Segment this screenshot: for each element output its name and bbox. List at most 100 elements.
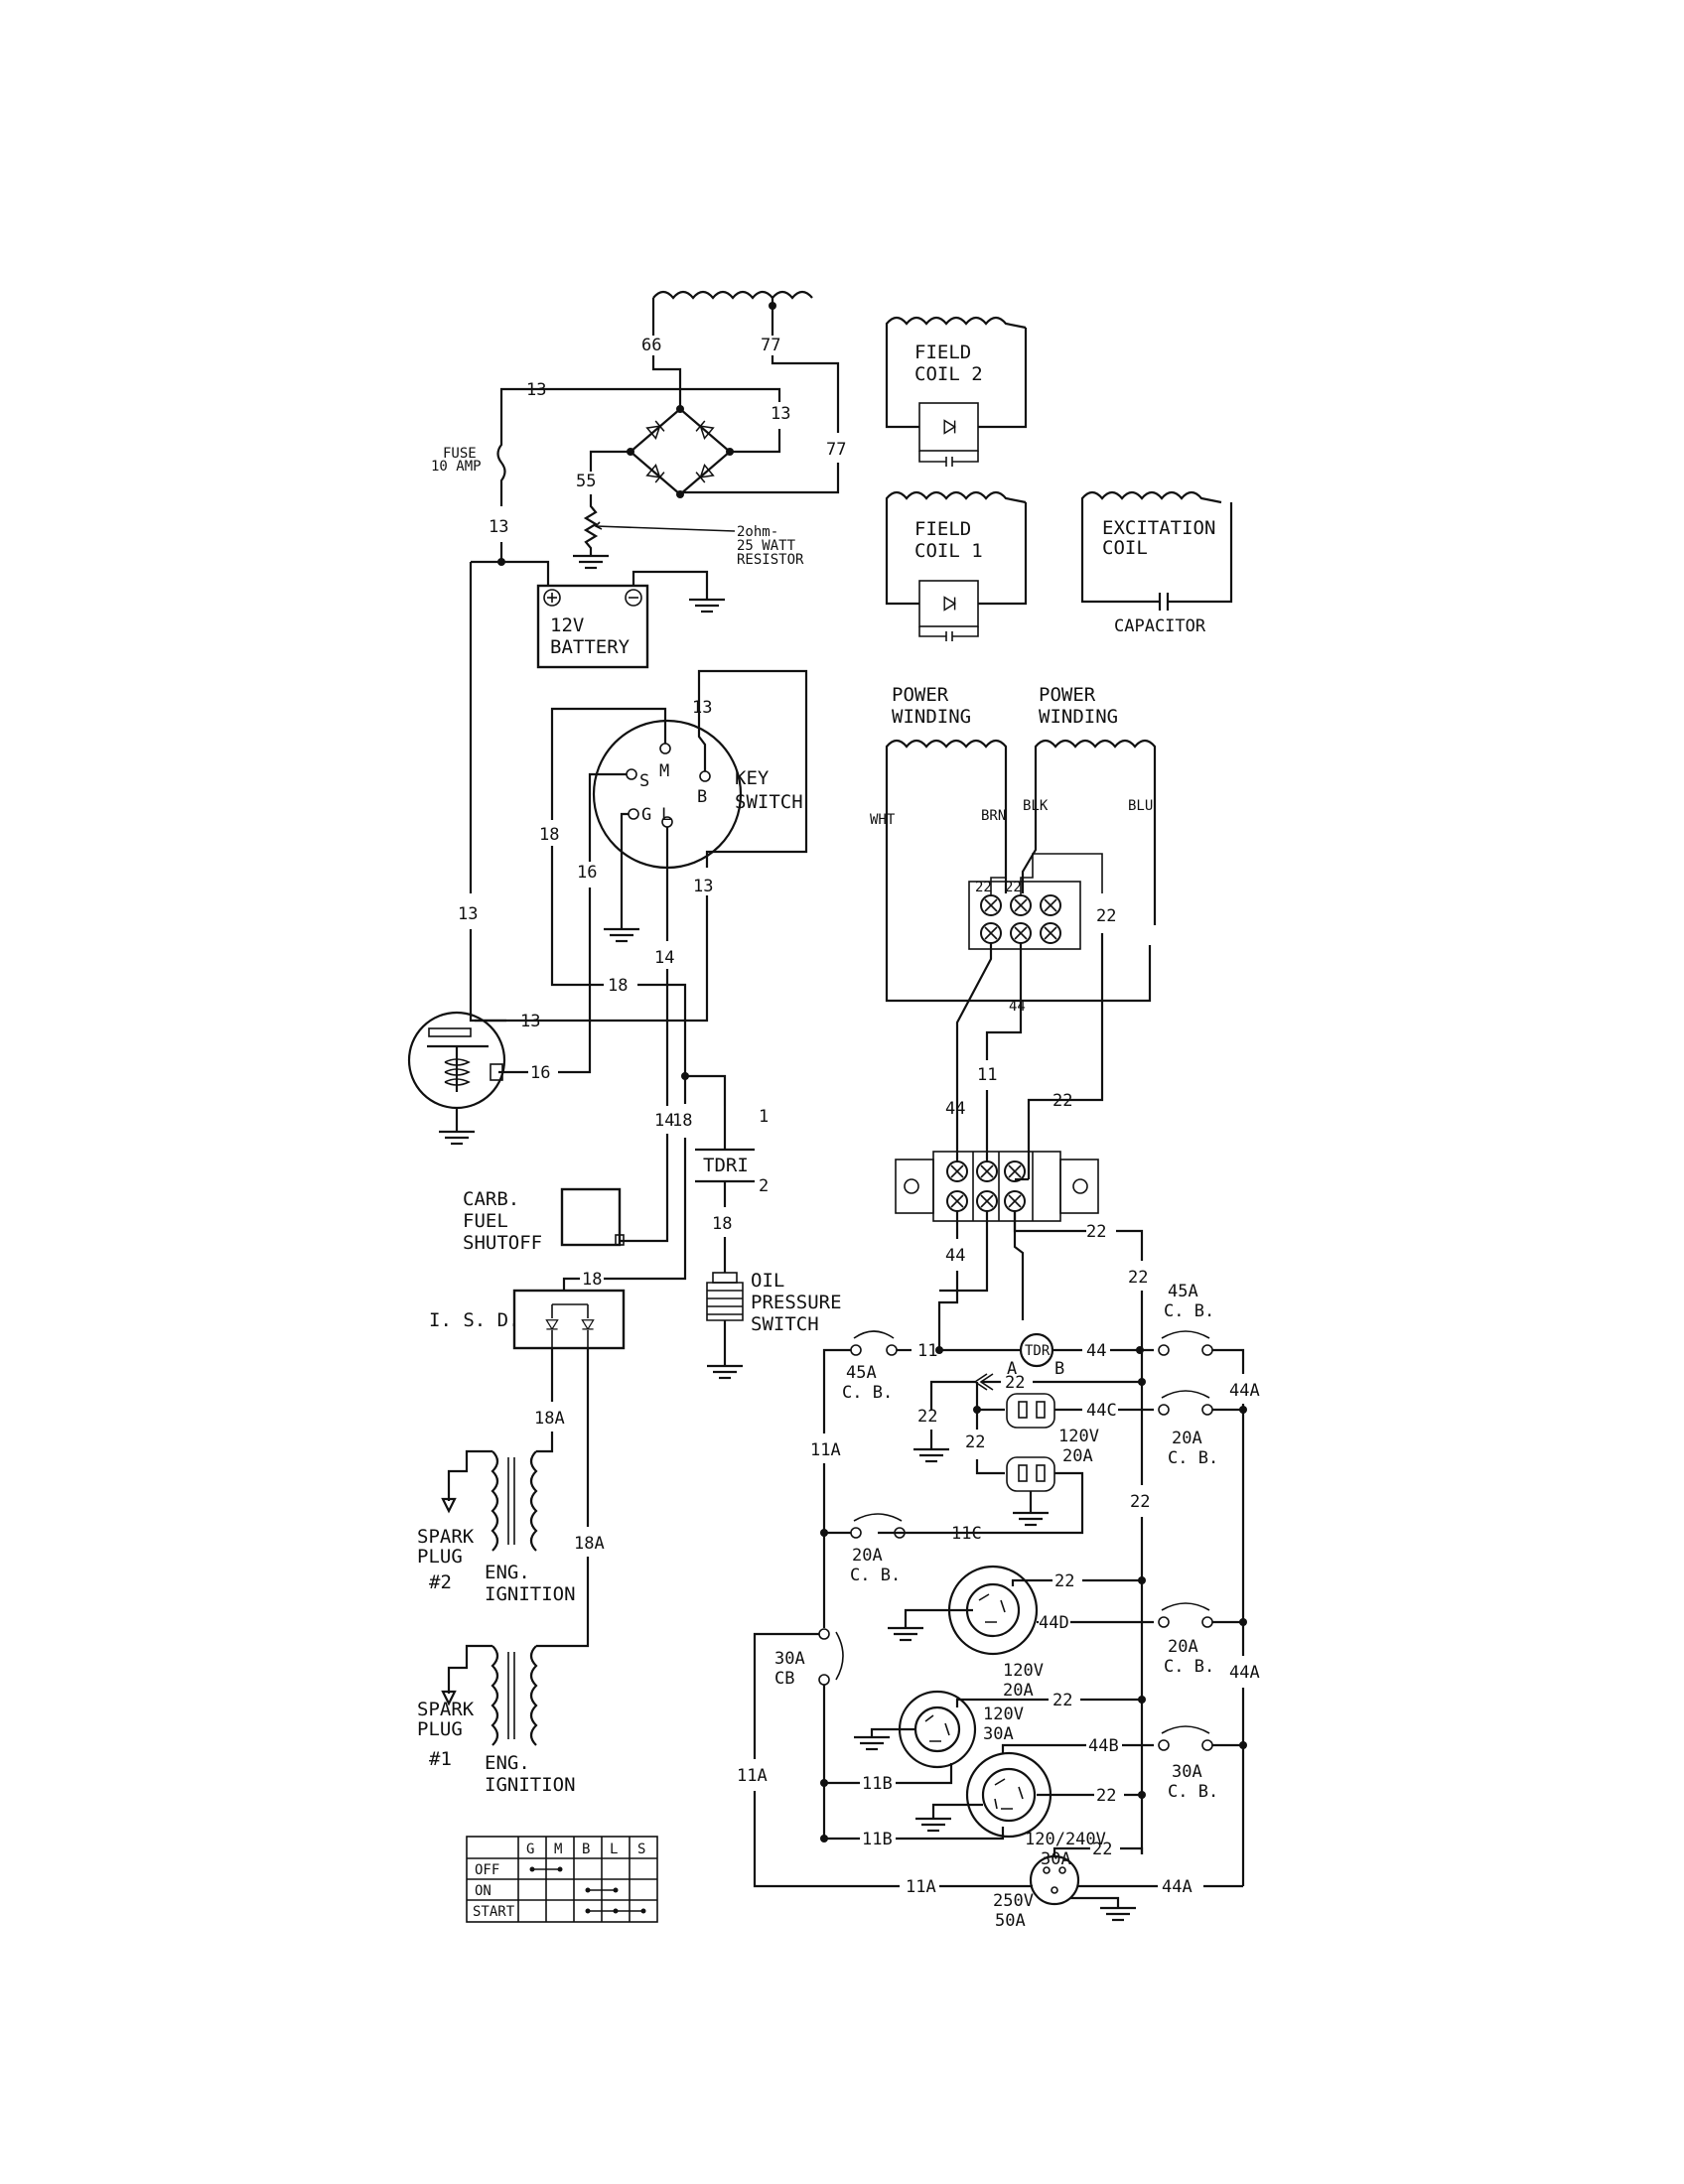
wire-label-13-fuse: 13 (489, 517, 508, 537)
table-col-g: G (526, 1842, 534, 1857)
wire-label-55: 55 (576, 472, 596, 491)
power-winding-1-label-2: WINDING (892, 706, 971, 728)
wire-label-13-solenoid: 13 (520, 1012, 540, 1031)
cb-30a-left-label-2: CB (774, 1669, 794, 1689)
receptacle-twistlock-label-1: 120V (1003, 1661, 1044, 1681)
receptacle-duplex-lower (1006, 1456, 1055, 1492)
receptacle-120v-30a-label-2: 30A (983, 1724, 1014, 1744)
wire-label-44-strip: 44 (945, 1246, 965, 1266)
key-switch-terminal-s: S (639, 771, 649, 791)
table-col-l: L (610, 1842, 618, 1857)
wire-label-22-bus: 22 (1128, 1268, 1148, 1288)
spark-plug-1-label-1: SPARK (417, 1699, 475, 1720)
wire-label-16-starter: 16 (530, 1063, 550, 1083)
resistor-label-1: 2ohm- (737, 524, 778, 540)
eng-ignition-upper-label-2: IGNITION (485, 1583, 576, 1605)
receptacle-120v-30a-label-1: 120V (983, 1705, 1024, 1724)
tdr-pin-b: B (1054, 1359, 1064, 1379)
spark-plug-2-label-3: #2 (429, 1571, 452, 1593)
spark-plug-2-label-1: SPARK (417, 1526, 475, 1548)
carb-fuel-shutoff-label-3: SHUTOFF (463, 1232, 542, 1254)
resistor-label-2: 25 WATT (737, 538, 796, 554)
exciter-bridge-section: 66 77 77 13 13 55 2ohm- 25 WATT RESISTOR… (431, 290, 846, 669)
wire-label-44a-mid: 44A (1229, 1663, 1260, 1683)
wire-label-13-main: 13 (458, 904, 478, 924)
receptacle-120-240v-label-2: 30A (1041, 1849, 1071, 1869)
wire-label-22-tl1: 22 (1054, 1571, 1074, 1591)
winding-terminal-block (968, 881, 1081, 950)
field-coil-1-label-2: COIL 1 (914, 540, 983, 562)
wire-label-18-mid: 18 (608, 976, 628, 996)
cb-30a-right-label-2: C. B. (1168, 1782, 1218, 1802)
cb-20a-mid-label-2: C. B. (1164, 1657, 1214, 1677)
wire-label-44b: 44B (1088, 1736, 1119, 1756)
wire-label-18-isd: 18 (672, 1111, 692, 1131)
wire-label-22-duplex: 22 (965, 1433, 985, 1452)
resistor-label-3: RESISTOR (737, 552, 804, 568)
receptacle-250v-label-1: 250V (993, 1891, 1034, 1911)
eng-ignition-lower-label-1: ENG. (485, 1752, 530, 1774)
power-winding-2-label-2: WINDING (1039, 706, 1118, 728)
isd-module (512, 1289, 626, 1350)
battery-label-2: BATTERY (550, 636, 631, 658)
table-col-s: S (637, 1842, 645, 1857)
wire-label-11-tb: 11 (977, 1065, 997, 1085)
wire-label-18a-isd2: 18A (574, 1534, 605, 1554)
wire-label-22-tb4: 22 (1052, 1091, 1072, 1111)
capacitor-label: CAPACITOR (1114, 616, 1206, 636)
field-coil-1-label-1: FIELD (914, 518, 971, 540)
key-switch-terminal-m: M (659, 761, 669, 781)
fuse-label-2: 10 AMP (431, 459, 482, 475)
spark-plug-2-label-2: PLUG (417, 1546, 463, 1568)
wire-label-22-gnd2: 22 (917, 1407, 937, 1427)
wire-label-44-tb2: 44 (945, 1099, 965, 1119)
wire-label-11c: 11C (951, 1524, 982, 1544)
wire-label-11b-upper: 11B (862, 1774, 893, 1794)
starter-solenoid-section: 13 13 (407, 562, 540, 1146)
key-switch-terminal-l: L (661, 805, 671, 825)
wire-label-18a-isd1: 18A (534, 1409, 565, 1429)
wire-label-22-strip: 22 (1086, 1222, 1106, 1242)
oil-pressure-switch-label-3: SWITCH (751, 1313, 819, 1335)
wire-label-77b: 77 (826, 440, 846, 460)
power-winding-1-label-1: POWER (892, 684, 949, 706)
cb-20a-left-label-2: C. B. (850, 1566, 901, 1585)
receptacle-250v-label-2: 50A (995, 1911, 1026, 1931)
wire-label-44a-bottom: 44A (1162, 1877, 1193, 1897)
key-switch-terminal-b: B (697, 787, 707, 807)
field-coils-section: FIELD COIL 2 FIELD COIL 1 EXCITATION COI… (885, 316, 1233, 641)
power-winding-section: POWER WINDING POWER WINDING WHT BRN BLK … (870, 684, 1157, 1350)
cb-20a-mid-label-1: 20A (1168, 1637, 1198, 1657)
receptacle-120-240v-label-1: 120/240V (1025, 1830, 1106, 1849)
wire-label-44-tb: 44 (1009, 999, 1026, 1015)
key-switch-label-2: SWITCH (735, 791, 803, 813)
wire-label-11b-lower: 11B (862, 1830, 893, 1849)
wire-label-14-ks: 14 (654, 948, 674, 968)
cb-45a-right-label-2: C. B. (1164, 1301, 1214, 1321)
lead-blu-label: BLU (1128, 798, 1153, 814)
wire-label-44-tdr: 44 (1086, 1341, 1106, 1361)
key-switch-terminal-g: G (641, 805, 651, 825)
isd-label: I. S. D. (429, 1309, 520, 1331)
cb-30a-left-label-1: 30A (774, 1649, 805, 1669)
cb-20a-upper-label-1: 20A (1172, 1429, 1202, 1448)
wire-label-22-30a: 22 (1052, 1691, 1072, 1710)
cb-45a-left-label-1: 45A (846, 1363, 877, 1383)
wire-label-22-bus2: 22 (1130, 1492, 1150, 1512)
tdr1-pin-2: 2 (759, 1176, 769, 1196)
receptacle-twistlock-label-2: 20A (1003, 1681, 1034, 1701)
wire-label-44c: 44C (1086, 1401, 1117, 1421)
field-coil-2-label-2: COIL 2 (914, 363, 983, 385)
wire-label-22-240v: 22 (1096, 1786, 1116, 1806)
tdr1-oil-section: 1 TDRI 2 18 OIL PRESSURE SWITCH 18 18 CA… (463, 1076, 842, 1380)
wire-label-77: 77 (761, 336, 780, 355)
wire-label-16-ks: 16 (577, 863, 597, 883)
receptacle-duplex-label-1: 120V (1058, 1427, 1099, 1446)
table-col-b: B (582, 1842, 590, 1857)
eng-ignition-lower-label-2: IGNITION (485, 1774, 576, 1796)
carb-fuel-shutoff-label-1: CARB. (463, 1188, 519, 1210)
spark-plug-1-label-2: PLUG (417, 1718, 463, 1740)
receptacle-duplex-label-2: 20A (1062, 1446, 1093, 1466)
tdr-label: TDR (1025, 1343, 1051, 1359)
